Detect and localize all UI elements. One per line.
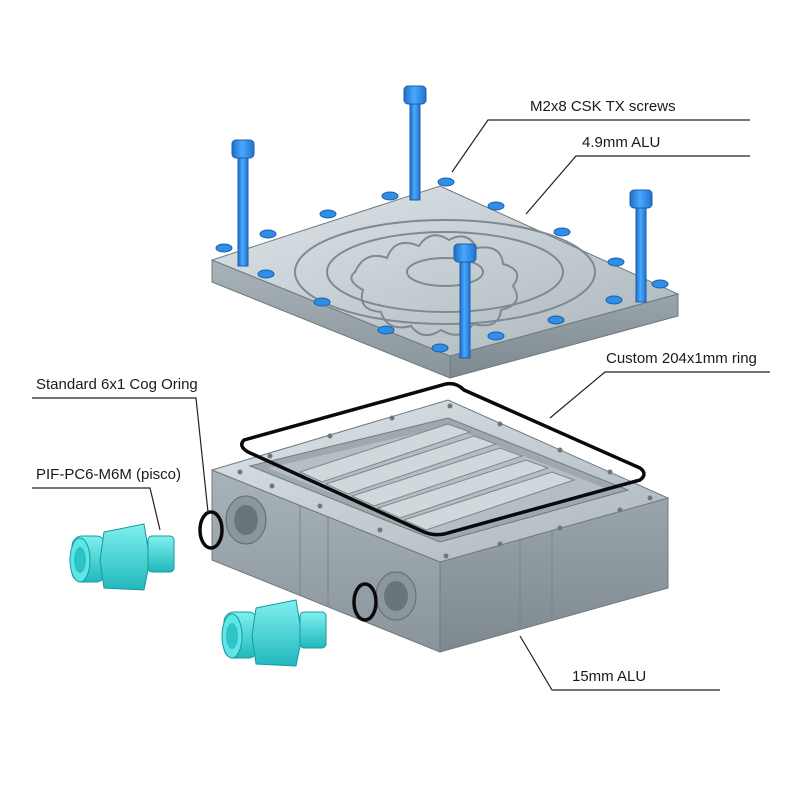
base-rim-holes <box>237 403 653 559</box>
large-oring <box>240 381 646 537</box>
fitting-left <box>69 523 175 591</box>
leader-base <box>519 635 720 691</box>
label-top-plate: 4.9mm ALU <box>582 134 661 151</box>
leader-screws <box>451 119 750 173</box>
flow-pattern <box>294 219 596 337</box>
long-screws <box>231 85 653 359</box>
leader-fitting <box>32 487 161 531</box>
top-plate <box>210 177 680 379</box>
leader-lines <box>32 119 770 691</box>
cog-oring-right <box>352 582 378 622</box>
label-cog-oring: Standard 6x1 Cog Oring <box>36 376 198 393</box>
cog-oring-left <box>198 510 224 550</box>
top-plate-top-face <box>210 185 680 357</box>
base-fins <box>298 423 576 531</box>
long-screw-4 <box>453 243 477 359</box>
fitting-right <box>221 599 327 667</box>
countersunk-screws <box>215 177 669 353</box>
label-ring: Custom 204x1mm ring <box>606 350 757 367</box>
base-seams <box>299 506 553 629</box>
label-base: 15mm ALU <box>572 668 647 685</box>
label-screws: M2x8 CSK TX screws <box>530 98 676 115</box>
base-port-right <box>375 571 417 621</box>
leader-top-plate <box>525 155 750 215</box>
long-screw-3 <box>629 189 653 303</box>
base-port-left <box>225 495 267 545</box>
label-fitting: PIF-PC6-M6M (pisco) <box>36 466 182 483</box>
long-screw-1 <box>231 139 255 267</box>
base-block <box>210 399 670 653</box>
leader-cog-oring <box>32 397 209 513</box>
long-screw-2 <box>403 85 427 201</box>
leader-ring <box>549 371 770 419</box>
